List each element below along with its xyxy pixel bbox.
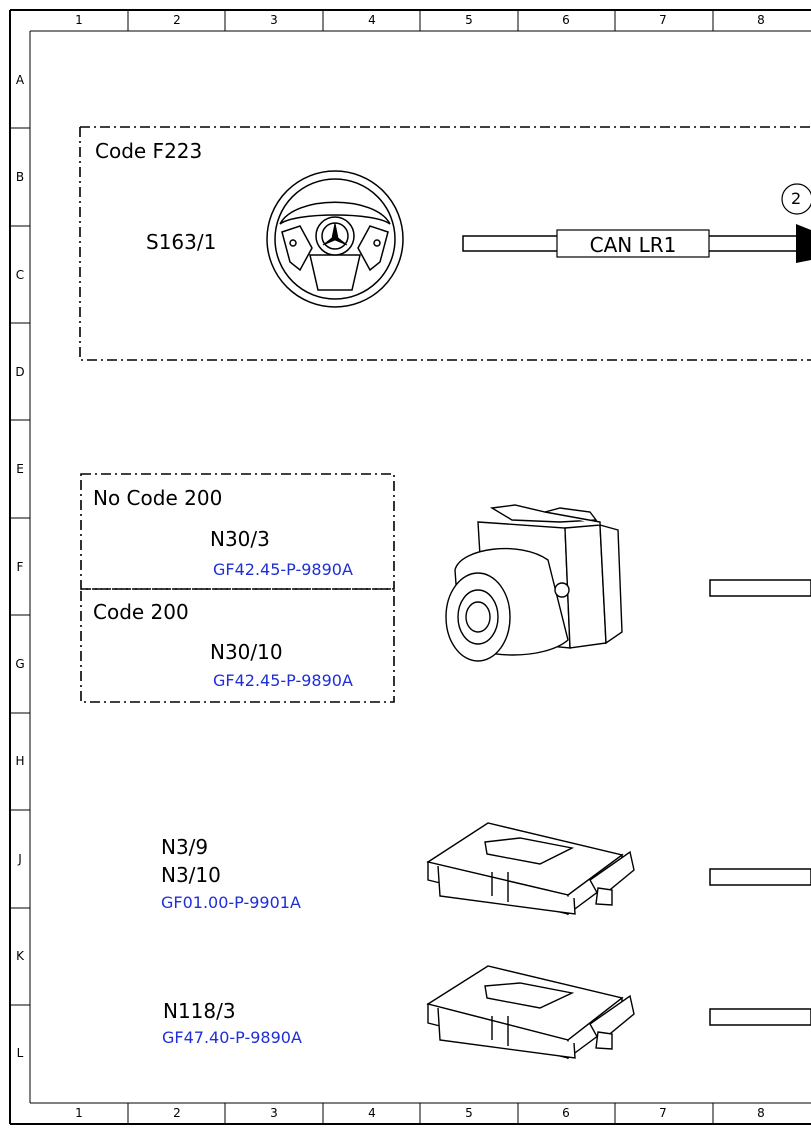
grid-row-j: J <box>18 852 22 866</box>
grid-col-7-bottom: 7 <box>659 1106 667 1120</box>
grid-row-l: L <box>16 1046 24 1060</box>
grid-row-h: H <box>15 754 25 768</box>
grid-row-k: K <box>16 949 24 963</box>
component-n3-9-label: N3/9 <box>161 835 209 859</box>
component-s163-1-label: S163/1 <box>146 230 217 254</box>
can-lr1-label: CAN LR1 <box>589 233 677 257</box>
grid-col-3-bottom: 3 <box>270 1106 278 1120</box>
grid-col-5-bottom: 5 <box>465 1106 473 1120</box>
grid-col-4: 4 <box>368 13 376 27</box>
grid-row-ticks <box>10 127 30 1006</box>
grid-row-d: D <box>15 365 25 379</box>
grid-col-4-bottom: 4 <box>368 1106 376 1120</box>
grid-row-e: E <box>16 462 24 476</box>
component-n118-3-label: N118/3 <box>163 999 236 1023</box>
steering-wheel-icon <box>266 170 404 308</box>
can-bus-line <box>462 183 811 263</box>
n3-bus-line <box>709 868 811 886</box>
connector-ref-2: 2 <box>791 189 802 208</box>
link-gf01-00[interactable]: GF01.00-P-9901A <box>161 893 301 912</box>
abs-control-unit-icon <box>445 504 623 662</box>
grid-row-a: A <box>15 73 25 87</box>
abs-bus-line <box>709 579 811 597</box>
component-n30-10-label: N30/10 <box>210 640 283 664</box>
code-f223-box <box>79 126 811 361</box>
grid-col-2: 2 <box>173 13 181 27</box>
grid-col-8: 8 <box>757 13 765 27</box>
grid-col-7: 7 <box>659 13 667 27</box>
grid-column-ticks <box>127 10 714 1124</box>
link-gf42-45-n30-10[interactable]: GF42.45-P-9890A <box>213 671 353 690</box>
grid-col-6: 6 <box>562 13 570 27</box>
grid-row-c: C <box>15 268 25 282</box>
grid-row-g: G <box>15 657 25 671</box>
grid-col-8-bottom: 8 <box>757 1106 765 1120</box>
grid-col-1-bottom: 1 <box>75 1106 83 1120</box>
component-n3-10-label: N3/10 <box>161 863 221 887</box>
grid-col-1: 1 <box>75 13 83 27</box>
control-unit-box-icon <box>426 965 635 1060</box>
grid-row-b: B <box>15 170 25 184</box>
control-unit-box-icon <box>426 822 635 916</box>
link-gf47-40[interactable]: GF47.40-P-9890A <box>162 1028 302 1047</box>
code-200-label: Code 200 <box>93 600 189 624</box>
grid-col-5: 5 <box>465 13 473 27</box>
component-n30-3-label: N30/3 <box>210 527 270 551</box>
n118-bus-line <box>709 1008 811 1026</box>
grid-col-2-bottom: 2 <box>173 1106 181 1120</box>
code-200-boxes <box>80 473 395 703</box>
no-code-200-label: No Code 200 <box>93 486 223 510</box>
code-f223-label: Code F223 <box>95 139 203 163</box>
link-gf42-45-n30-3[interactable]: GF42.45-P-9890A <box>213 560 353 579</box>
grid-col-3: 3 <box>270 13 278 27</box>
grid-col-6-bottom: 6 <box>562 1106 570 1120</box>
grid-row-f: F <box>16 560 24 574</box>
